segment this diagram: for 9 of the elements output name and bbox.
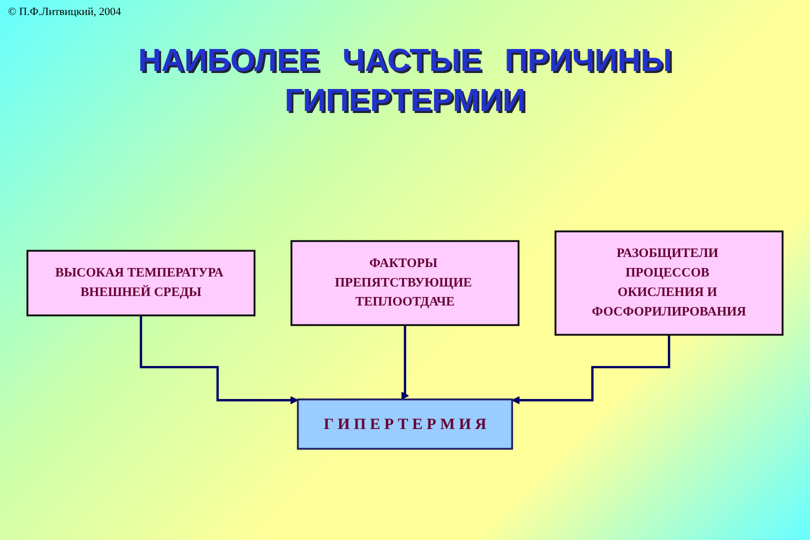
node-box: РАЗОБЩИТЕЛИ ПРОЦЕССОВ ОКИСЛЕНИЯ И ФОСФОРИЛИРОВАНИЯ [554,230,784,336]
node-box: ВЫСОКАЯ ТЕМПЕРАТУРА ВНЕШНЕЙ СРЕДЫ [26,250,256,316]
arrow [512,334,670,404]
arrow [140,314,298,404]
title: НАИБОЛЕЕ ЧАСТЫЕ ПРИЧИНЫ ГИПЕРТЕРМИИ [137,41,673,120]
copyright-note: © П.Ф.Литвицкий, 2004 [8,6,121,18]
arrow [400,324,410,400]
node-box: ФАКТОРЫ ПРЕПЯТСТВУЮЩИЕ ТЕПЛООТДАЧЕ [290,240,520,326]
node-box: Г И П Е Р Т Е Р М И Я [296,398,514,450]
